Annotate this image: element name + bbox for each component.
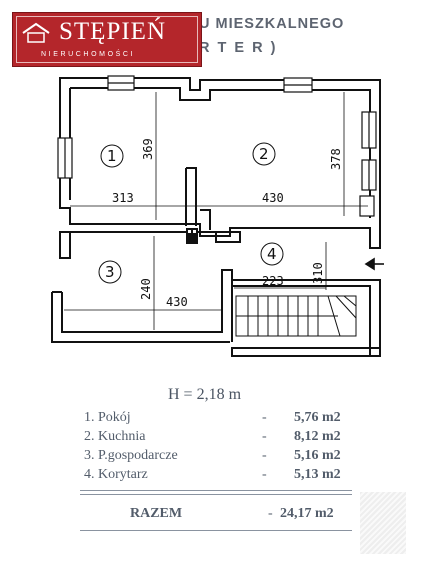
dimension-378: 378: [329, 148, 343, 170]
room-area: 5,16 m2: [294, 448, 341, 463]
logo-subtitle: NIERUCHOMOŚCI: [41, 51, 136, 58]
room-area: 8,12 m2: [294, 429, 341, 444]
house-icon: [22, 22, 50, 43]
total-dash: -: [268, 506, 273, 521]
room-name: 1. Pokój: [84, 410, 131, 425]
room-row-4: 4. Korytarz - 5,13 m2: [84, 467, 354, 487]
stairs: [235, 295, 357, 337]
dimension-369: 369: [141, 138, 155, 160]
interior-walls: [51, 167, 381, 357]
dimension-240: 240: [139, 278, 153, 300]
room-dash: -: [262, 448, 267, 463]
scan-artifact: [360, 492, 406, 554]
logo-frame: [16, 16, 198, 63]
room-row-2: 2. Kuchnia - 8,12 m2: [84, 429, 354, 449]
dimension-430-top: 430: [262, 191, 284, 205]
room-name: 4. Korytarz: [84, 467, 148, 482]
agency-logo: STĘPIEŃ NIERUCHOMOŚCI: [12, 12, 202, 67]
document-title: U MIESZKALNEGO: [199, 16, 345, 32]
room-2-number: 2: [259, 145, 269, 163]
floor-plan: 1 2 3 4 313 430 369 378 240 430 223 310: [51, 75, 384, 357]
dimension-223: 223: [262, 274, 284, 288]
divider-total: [80, 530, 352, 531]
total-area: 24,17 m2: [280, 506, 334, 521]
entrance-arrow-icon: [364, 257, 384, 271]
dimension-430-bottom: 430: [166, 295, 188, 309]
room-dash: -: [262, 410, 267, 425]
dimension-313: 313: [112, 191, 134, 205]
room-name: 2. Kuchnia: [84, 429, 146, 444]
dimension-lines: [64, 92, 368, 330]
total-row: RAZEM - 24,17 m2: [84, 506, 354, 526]
room-area: 5,13 m2: [294, 467, 341, 482]
dimension-310: 310: [311, 262, 325, 284]
total-label: RAZEM: [130, 506, 183, 521]
divider-top: [80, 490, 352, 491]
room-row-3: 3. P.gospodarcze - 5,16 m2: [84, 448, 354, 468]
windows: [57, 75, 377, 217]
room-3-number: 3: [105, 263, 115, 281]
room-4-number: 4: [267, 245, 277, 263]
room-name: 3. P.gospodarcze: [84, 448, 178, 463]
logo-name: STĘPIEŃ: [59, 18, 166, 45]
room-1-number: 1: [107, 147, 117, 165]
room-row-1: 1. Pokój - 5,76 m2: [84, 410, 354, 430]
room-height: H = 2,18 m: [168, 386, 242, 403]
room-dash: -: [262, 429, 267, 444]
divider-bottom: [80, 494, 352, 495]
room-markers: [98, 142, 284, 284]
room-dash: -: [262, 467, 267, 482]
room-area: 5,76 m2: [294, 410, 341, 425]
chimney-block: [186, 228, 198, 244]
document-subtitle: R T E R ): [199, 40, 278, 56]
